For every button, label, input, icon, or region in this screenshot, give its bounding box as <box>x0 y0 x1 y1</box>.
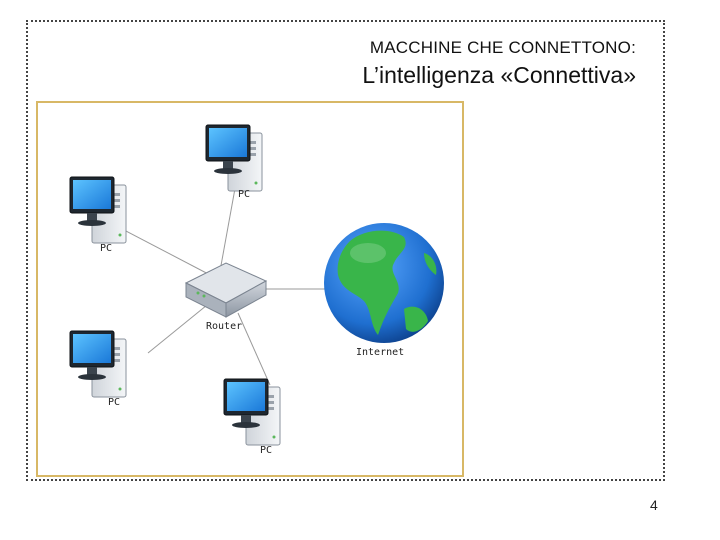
node-label: PC <box>100 243 112 254</box>
desktop-computer-icon <box>205 124 263 192</box>
link-router-pc-bottom-left <box>147 300 213 354</box>
network-diagram: PC PC Router Internet PC PC <box>36 101 464 477</box>
slide-subtitle: MACCHINE CHE CONNETTONO: <box>369 38 636 57</box>
node-label: Internet <box>356 347 404 358</box>
slide-frame <box>26 20 665 481</box>
slide-title: L’intelligenza «Connettiva» <box>362 62 636 88</box>
node-label: PC <box>108 397 120 408</box>
link-router-pc-bottom <box>237 312 271 386</box>
link-router-pc-left <box>125 230 215 278</box>
node-label: Router <box>206 321 242 332</box>
desktop-computer-icon <box>223 378 281 446</box>
globe-icon <box>324 223 444 343</box>
desktop-computer-icon <box>69 176 127 244</box>
router-icon <box>184 262 268 318</box>
node-label: PC <box>238 189 250 200</box>
link-router-pc-top <box>219 182 237 272</box>
node-label: PC <box>260 445 272 456</box>
desktop-computer-icon <box>69 330 127 398</box>
page-number: 4 <box>650 497 658 513</box>
